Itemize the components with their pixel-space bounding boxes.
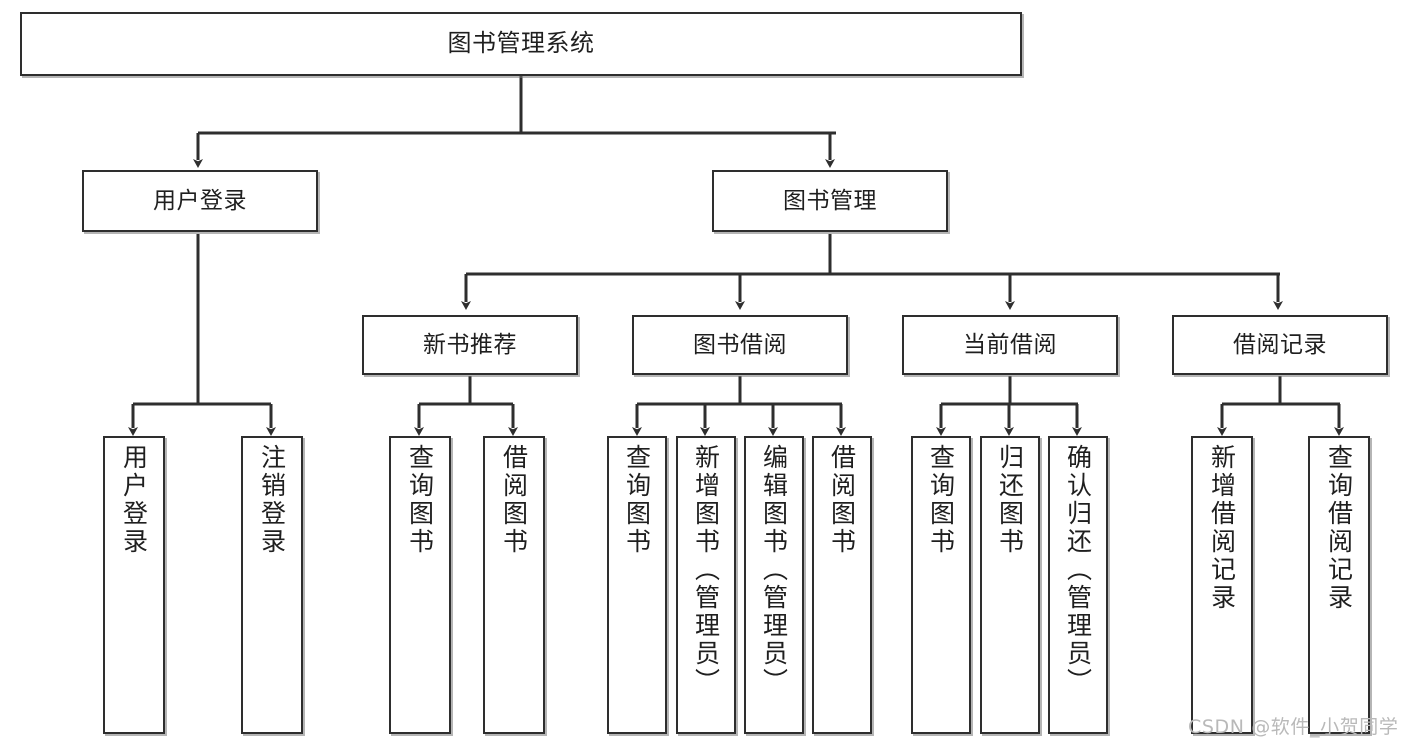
node-book-management-label: 图书管理	[783, 187, 877, 214]
leaf-query-book-2-label: 查询图书	[622, 444, 652, 556]
leaf-query-book-1-label: 查询图书	[405, 444, 435, 556]
node-user-login-label: 用户登录	[153, 187, 247, 214]
leaf-add-borrow-record-label: 新增借阅记录	[1207, 444, 1237, 612]
leaf-query-book-2[interactable]: 查询图书	[607, 436, 667, 734]
leaf-query-book-3[interactable]: 查询图书	[911, 436, 971, 734]
leaf-edit-book-admin[interactable]: 编辑图书（管理员）	[744, 436, 804, 734]
node-current-borrow-label: 当前借阅	[963, 331, 1057, 358]
node-new-book-recommend-label: 新书推荐	[423, 331, 517, 358]
node-borrow-record[interactable]: 借阅记录	[1172, 315, 1388, 375]
leaf-confirm-return-admin[interactable]: 确认归还（管理员）	[1048, 436, 1108, 734]
leaf-logout-login[interactable]: 注销登录	[241, 436, 303, 734]
node-current-borrow[interactable]: 当前借阅	[902, 315, 1118, 375]
node-root-system[interactable]: 图书管理系统	[20, 12, 1022, 76]
leaf-return-book[interactable]: 归还图书	[980, 436, 1040, 734]
node-new-book-recommend[interactable]: 新书推荐	[362, 315, 578, 375]
leaf-user-login[interactable]: 用户登录	[103, 436, 165, 734]
leaf-confirm-return-admin-label: 确认归还（管理员）	[1063, 444, 1093, 696]
leaf-add-book-admin[interactable]: 新增图书（管理员）	[676, 436, 736, 734]
node-root-system-label: 图书管理系统	[447, 29, 595, 58]
leaf-query-book-3-label: 查询图书	[926, 444, 956, 556]
node-borrow-record-label: 借阅记录	[1233, 331, 1327, 358]
csdn-watermark: CSDN @软件_小贺同学	[1188, 716, 1399, 738]
leaf-query-book-1[interactable]: 查询图书	[389, 436, 451, 734]
leaf-user-login-label: 用户登录	[119, 444, 149, 556]
leaf-query-borrow-record-label: 查询借阅记录	[1324, 444, 1354, 612]
leaf-logout-login-label: 注销登录	[257, 444, 287, 556]
node-book-management[interactable]: 图书管理	[712, 170, 948, 232]
leaf-add-book-admin-label: 新增图书（管理员）	[691, 444, 721, 696]
leaf-borrow-book-1[interactable]: 借阅图书	[483, 436, 545, 734]
node-book-borrow[interactable]: 图书借阅	[632, 315, 848, 375]
node-user-login[interactable]: 用户登录	[82, 170, 318, 232]
leaf-query-borrow-record[interactable]: 查询借阅记录	[1308, 436, 1370, 734]
leaf-borrow-book-2-label: 借阅图书	[827, 444, 857, 556]
leaf-edit-book-admin-label: 编辑图书（管理员）	[759, 444, 789, 696]
leaf-borrow-book-2[interactable]: 借阅图书	[812, 436, 872, 734]
leaf-return-book-label: 归还图书	[995, 444, 1025, 556]
leaf-add-borrow-record[interactable]: 新增借阅记录	[1191, 436, 1253, 734]
leaf-borrow-book-1-label: 借阅图书	[499, 444, 529, 556]
node-book-borrow-label: 图书借阅	[693, 331, 787, 358]
